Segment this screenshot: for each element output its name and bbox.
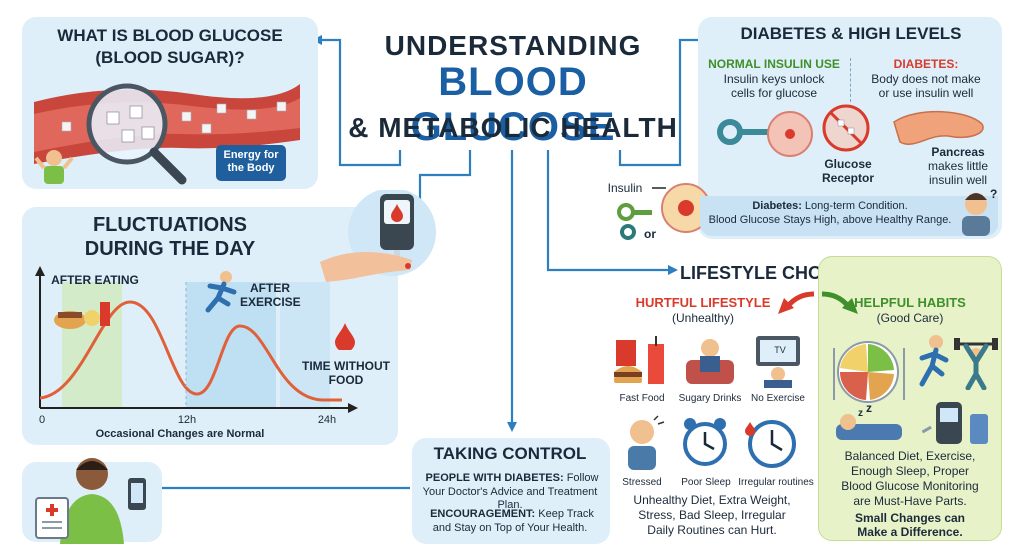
fluctuations-caption: Occasional Changes are Normal xyxy=(95,428,265,440)
no-exercise-icon xyxy=(756,336,800,388)
taking-control-p2-line1: ENCOURAGEMENT: Keep Track xyxy=(414,508,610,521)
sugary-drinks-icon xyxy=(686,339,734,384)
diabetes-footer xyxy=(700,196,998,236)
helpful-sub: (Good Care) xyxy=(876,311,944,325)
food-icon xyxy=(54,302,110,329)
tv-label: TV xyxy=(774,345,786,355)
diabetes-heading: DIABETES & HIGH LEVELS xyxy=(740,24,962,43)
taking-control-p1-line1: PEOPLE WITH DIABETES: Follow xyxy=(414,472,610,485)
weightlifting-icon xyxy=(954,338,998,390)
helpful-bold-line1: Small Changes can xyxy=(854,511,966,525)
hurtful-title: HURTFUL LIFESTYLE xyxy=(635,295,771,310)
taking-control-panel xyxy=(412,438,610,544)
fluctuations-heading-line2: DURING THE DAY xyxy=(84,238,256,260)
or-label: or xyxy=(644,227,656,241)
glucose-monitor-icon xyxy=(921,402,988,444)
worried-person-icon: ? xyxy=(962,187,997,236)
diabetes-footer-text: Long-term Condition. xyxy=(801,200,908,212)
diabetes-desc-line1: Body does not make xyxy=(871,72,981,86)
sleeping-icon: z z xyxy=(836,404,902,440)
helpful-summary-line3: Blood Glucose Monitoring xyxy=(841,479,979,493)
after-eating-label: AFTER EATING xyxy=(51,273,139,287)
svg-text:z: z xyxy=(866,404,872,415)
hurtful-summary-line3: Daily Routines can Hurt. xyxy=(647,523,777,537)
diabetes-footer-bold: Diabetes: xyxy=(752,200,802,212)
svg-text:z: z xyxy=(858,408,863,419)
jogging-icon xyxy=(919,335,949,387)
runner-icon xyxy=(205,271,237,313)
red-arrow-icon xyxy=(778,291,815,314)
stressed-icon xyxy=(628,415,665,470)
helpful-summary-line1: Balanced Diet, Exercise, xyxy=(844,449,976,463)
glucose-receptor-line1: Glucose xyxy=(824,157,872,171)
hurtful-item-irregular: Irregular routines xyxy=(738,477,814,488)
irregular-clock-icon xyxy=(745,420,796,468)
pancreas-line2: makes little xyxy=(927,159,989,173)
glucose-curve-chart xyxy=(35,266,358,413)
tick-24h: 24h xyxy=(317,414,337,426)
after-exercise-line2: EXERCISE xyxy=(240,295,301,309)
title-line3: & METABOLIC HEALTH xyxy=(348,112,678,143)
normal-insulin-title: NORMAL INSULIN USE xyxy=(708,57,840,71)
fluctuations-heading-line1: FLUCTUATIONS xyxy=(92,214,248,236)
pancreas-line3: insulin well xyxy=(928,173,988,187)
hurtful-summary-line1: Unhealthy Diet, Extra Weight, xyxy=(633,493,791,507)
tick-12h: 12h xyxy=(177,414,197,426)
hurtful-item-sugary-drinks: Sugary Drinks xyxy=(678,393,742,404)
glucose-meter-illustration xyxy=(320,190,436,282)
diabetes-footer-line2: Blood Glucose Stays High, above Healthy … xyxy=(708,214,952,226)
insulin-key-cell-illustration xyxy=(717,104,984,157)
fast-food-icon xyxy=(614,336,664,384)
taking-control-p2-text: Keep Track xyxy=(535,508,594,520)
title-line2: BLOOD GLUCOSE xyxy=(410,60,616,149)
normal-insulin-desc-line1: Insulin keys unlock xyxy=(723,72,825,86)
alarm-clock-icon xyxy=(683,418,727,466)
insulin-cell-illustration xyxy=(617,183,710,240)
insulin-label: Insulin xyxy=(607,181,643,195)
hurtful-item-poor-sleep: Poor Sleep xyxy=(681,477,731,488)
normal-insulin-desc-line2: cells for glucose xyxy=(730,86,818,100)
helpful-title: HELPFUL HABITS xyxy=(854,295,966,310)
helpful-summary-line2: Enough Sleep, Proper xyxy=(850,464,970,478)
blood-drop-icon xyxy=(335,323,355,350)
helpful-bold-line2: Make a Difference. xyxy=(857,525,963,539)
balanced-plate-icon xyxy=(833,341,905,403)
what-is-heading-line2: (BLOOD SUGAR)? xyxy=(95,48,245,67)
title-line1: UNDERSTANDING xyxy=(384,30,642,61)
taking-control-p1-text: Follow xyxy=(563,472,599,484)
time-without-food-line1: TIME WITHOUT xyxy=(302,359,390,373)
glucose-receptor-line2: Receptor xyxy=(821,171,874,185)
hurtful-item-fast-food: Fast Food xyxy=(619,393,665,404)
svg-text:?: ? xyxy=(990,187,997,201)
what-is-heading-line1: WHAT IS BLOOD GLUCOSE xyxy=(57,26,283,45)
after-exercise-line1: AFTER xyxy=(250,281,290,295)
hurtful-item-stressed: Stressed xyxy=(622,477,662,488)
blood-vessel-illustration xyxy=(34,83,300,185)
pancreas-line1: Pancreas xyxy=(931,145,985,159)
helpful-summary-line4: are Must-Have Parts. xyxy=(853,494,967,508)
taking-control-p2-line2: and Stay on Top of Your Health. xyxy=(432,522,588,534)
energy-label: Energy for the Body xyxy=(216,145,286,181)
taking-control-p2-bold: ENCOURAGEMENT: xyxy=(430,508,536,520)
taking-control-p1-bold: PEOPLE WITH DIABETES: xyxy=(425,472,564,484)
column-divider xyxy=(850,58,851,102)
taking-control-p1-line2: Your Doctor's Advice and Treatment Plan. xyxy=(422,486,598,511)
person-with-clipboard-icon xyxy=(35,458,146,544)
diabetes-title: DIABETES: xyxy=(893,57,959,71)
diabetes-desc-line2: or use insulin well xyxy=(878,86,974,100)
person-icon xyxy=(34,150,74,184)
taking-control-heading: TAKING CONTROL xyxy=(433,444,587,463)
hurtful-item-no-exercise: No Exercise xyxy=(751,393,805,404)
green-arrow-icon xyxy=(821,291,858,314)
time-without-food-line2: FOOD xyxy=(328,373,364,387)
hurtful-summary-line2: Stress, Bad Sleep, Irregular xyxy=(638,508,786,522)
diabetes-footer-line1: Diabetes: Long-term Condition. xyxy=(700,200,960,213)
hurtful-sub: (Unhealthy) xyxy=(671,311,735,325)
tick-0: 0 xyxy=(38,414,46,426)
